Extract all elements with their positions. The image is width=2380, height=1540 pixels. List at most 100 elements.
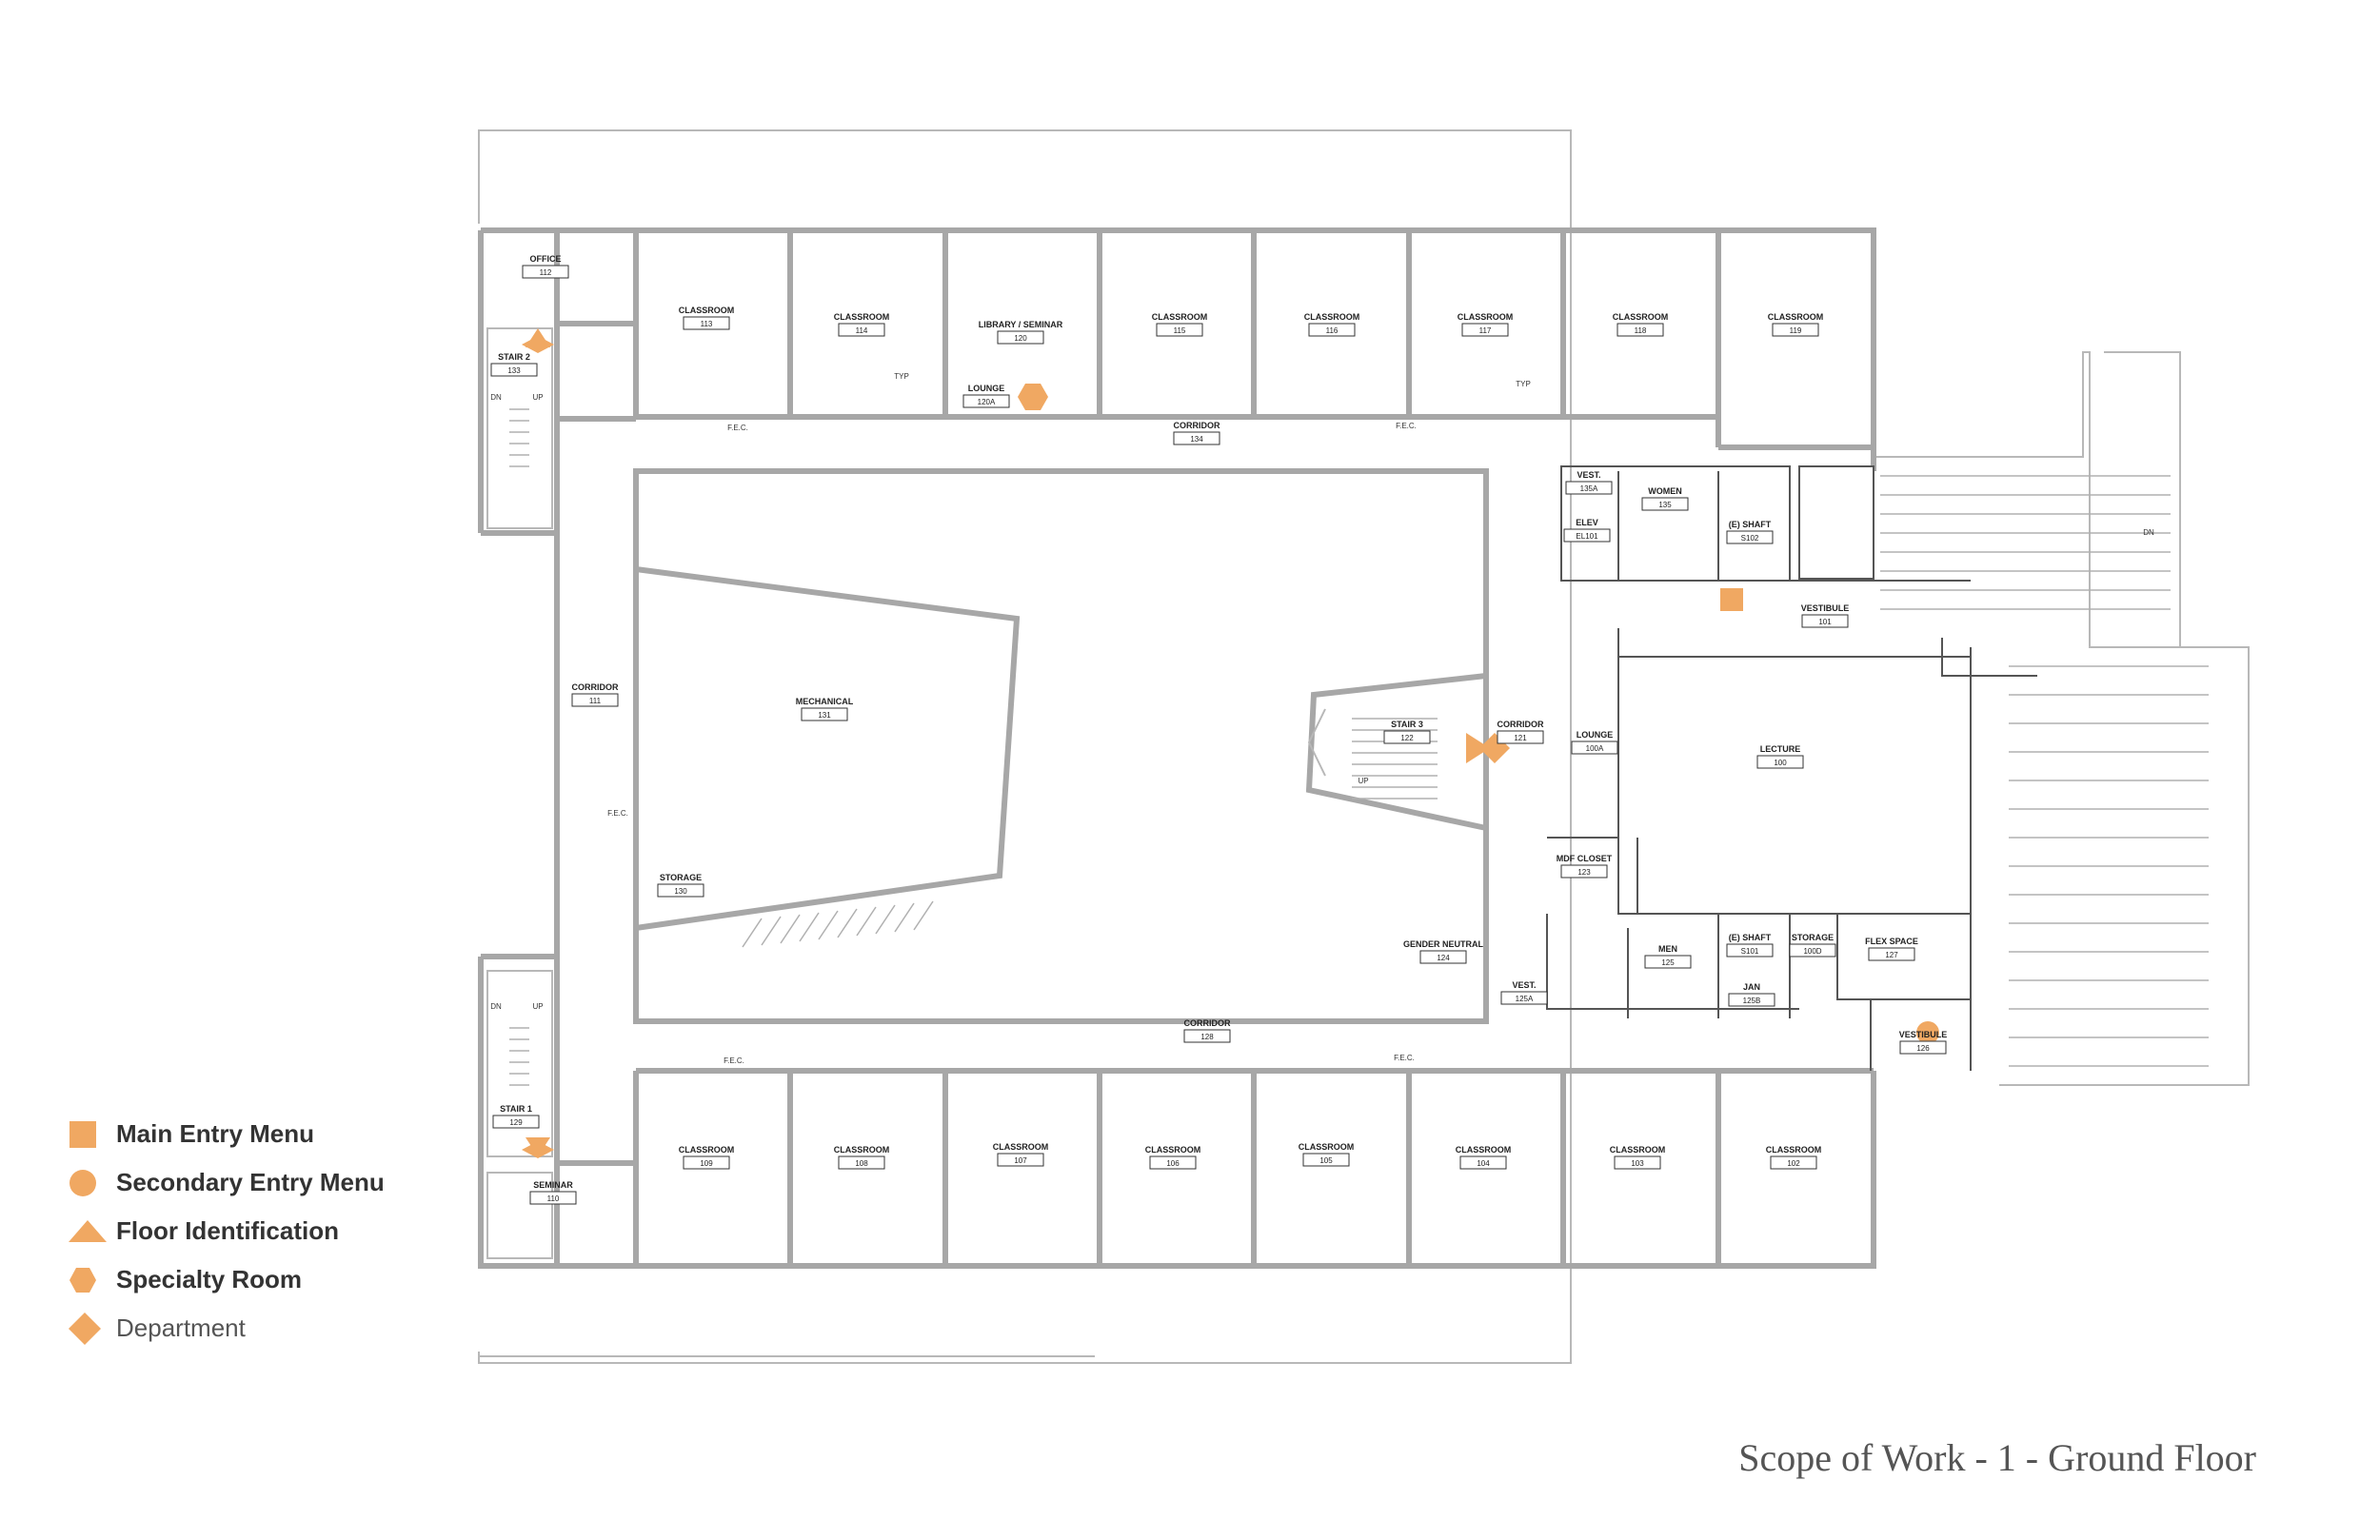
room-name: LOUNGE xyxy=(968,384,1005,393)
room-number-box xyxy=(1419,950,1467,964)
room-name: MEN xyxy=(1658,944,1677,954)
room-name: VEST. xyxy=(1512,980,1536,990)
room-name: OFFICE xyxy=(530,254,562,264)
legend-item: Main Entry Menu xyxy=(67,1110,385,1158)
room-name: CORRIDOR xyxy=(1497,720,1544,729)
room-name: ELEV xyxy=(1576,518,1598,527)
room-number-box xyxy=(838,323,885,337)
room-number: 112 xyxy=(540,268,552,277)
room-label: SEMINAR 110 xyxy=(529,1180,577,1205)
room-number-box xyxy=(522,265,569,279)
room-name: CORRIDOR xyxy=(572,682,619,692)
room-number: 109 xyxy=(700,1159,713,1168)
room-name: LOUNGE xyxy=(1577,730,1614,740)
stair-2-treads xyxy=(509,408,529,467)
room-label: CLASSROOM 118 xyxy=(1613,312,1669,337)
room-number-box xyxy=(529,1191,577,1205)
plan-note: DN xyxy=(2143,528,2154,537)
room-name: LECTURE xyxy=(1760,744,1801,754)
room-name: SEMINAR xyxy=(533,1180,573,1190)
room-number-box xyxy=(683,1155,730,1170)
room-number: 114 xyxy=(856,326,868,335)
room-number: 121 xyxy=(1514,734,1527,742)
mechanical-stair-treads xyxy=(742,900,934,948)
room-number: 105 xyxy=(1319,1156,1333,1165)
room-number-box xyxy=(1500,991,1548,1005)
floor-identification-stair-3 xyxy=(1466,733,1490,763)
department-stair-2 xyxy=(522,336,554,353)
room-number: 118 xyxy=(1635,326,1647,335)
room-number: 110 xyxy=(547,1194,560,1203)
room-name: CLASSROOM xyxy=(1145,1145,1201,1155)
plan-note: F.E.C. xyxy=(727,424,748,432)
room-name: CLASSROOM xyxy=(1613,312,1669,322)
plan-note: DN xyxy=(490,1002,502,1011)
room-name: VESTIBULE xyxy=(1801,603,1850,613)
room-number: 131 xyxy=(818,711,831,720)
room-name: LIBRARY / SEMINAR xyxy=(979,320,1063,329)
room-number: 133 xyxy=(507,366,521,375)
plan-note: DN xyxy=(490,393,502,402)
room-number-box xyxy=(1383,730,1431,744)
page-title: Scope of Work - 1 - Ground Floor xyxy=(1738,1436,2256,1479)
legend: Main Entry Menu Secondary Entry Menu Flo… xyxy=(67,1110,385,1352)
room-number: 124 xyxy=(1437,954,1450,962)
legend-item: Department xyxy=(67,1304,385,1352)
room-number-box xyxy=(657,883,704,898)
room-number: 135 xyxy=(1658,501,1672,509)
room-number: 103 xyxy=(1631,1159,1644,1168)
room-label: GENDER NEUTRAL 124 xyxy=(1403,939,1484,964)
room-name: STAIR 2 xyxy=(498,352,530,362)
room-label: VEST.135A xyxy=(1565,470,1613,495)
room-name: STAIR 3 xyxy=(1391,720,1423,729)
room-name: MDF CLOSET xyxy=(1557,854,1613,863)
room-name: GENDER NEUTRAL xyxy=(1403,939,1484,949)
room-number-box xyxy=(1644,955,1692,969)
room-number: 107 xyxy=(1014,1156,1027,1165)
room-number-box xyxy=(1183,1029,1231,1043)
room-number: 126 xyxy=(1916,1044,1930,1053)
room-number-box xyxy=(1156,323,1203,337)
legend-label: Main Entry Menu xyxy=(116,1119,315,1148)
bottom-row-walls xyxy=(557,1068,1874,1266)
stair-towers xyxy=(486,327,553,1259)
plan-note: F.E.C. xyxy=(607,809,628,818)
room-number-box xyxy=(1726,530,1774,544)
diamond-marker-icon xyxy=(69,1312,101,1345)
room-number-box xyxy=(838,1155,885,1170)
plan-note: F.E.C. xyxy=(1396,422,1417,430)
room-label: CORRIDOR 121 xyxy=(1497,720,1544,744)
courtyard-walls xyxy=(633,468,1489,1024)
room-number-box xyxy=(1571,740,1618,755)
plan-note: TYP xyxy=(894,372,909,381)
room-number-box xyxy=(1173,431,1220,445)
room-number-box xyxy=(1616,323,1664,337)
room-number-box xyxy=(997,1153,1044,1167)
room-number-box xyxy=(1459,1155,1507,1170)
room-number-box xyxy=(1756,755,1804,769)
legend-item: Floor Identification xyxy=(67,1207,385,1255)
room-name: STORAGE xyxy=(1792,933,1834,942)
room-number: 113 xyxy=(701,320,713,328)
